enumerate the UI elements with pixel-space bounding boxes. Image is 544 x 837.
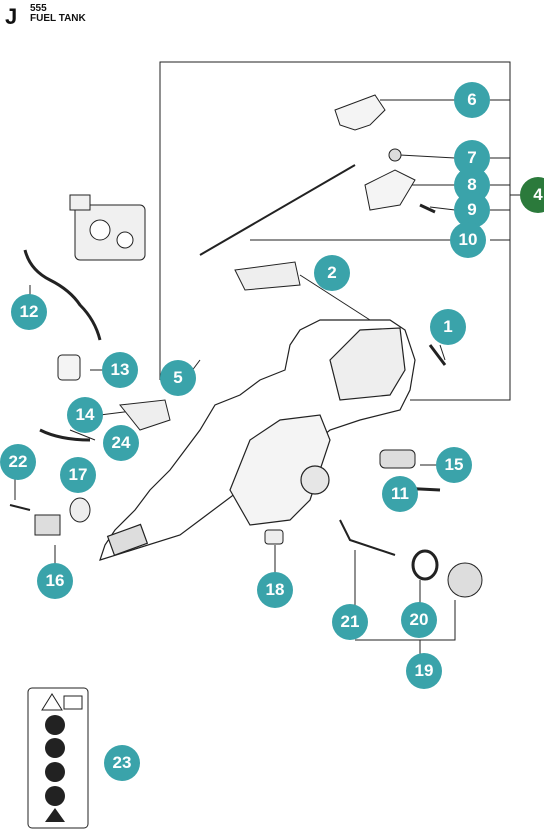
part-24-hose	[39, 428, 91, 442]
callout-5[interactable]: 5	[160, 360, 196, 396]
callout-23[interactable]: 23	[104, 745, 140, 781]
part-9-pin	[419, 203, 436, 214]
callout-11[interactable]: 11	[382, 476, 418, 512]
callout-15[interactable]: 15	[436, 447, 472, 483]
part-19-fuel-cap	[447, 562, 483, 598]
part-20-oring	[411, 549, 439, 581]
part-23-warning-label	[27, 687, 89, 829]
group-bracket-line	[159, 61, 511, 401]
callout-18[interactable]: 18	[257, 572, 293, 608]
part-18-bushing	[264, 529, 284, 545]
callout-17[interactable]: 17	[60, 457, 96, 493]
kickback-warning-icon	[45, 786, 65, 806]
part-16-washer	[69, 497, 91, 523]
warning-triangle-icon	[41, 693, 63, 711]
part-15-buffer	[379, 449, 416, 469]
model-number: 555	[30, 3, 47, 14]
part-14-bracket	[119, 399, 171, 431]
callout-12[interactable]: 12	[11, 294, 47, 330]
callout-20[interactable]: 20	[401, 602, 437, 638]
callout-22[interactable]: 22	[0, 444, 36, 480]
callout-4[interactable]: 4	[520, 177, 544, 213]
ear-protection-icon	[45, 715, 65, 735]
callout-14[interactable]: 14	[67, 397, 103, 433]
callout-1[interactable]: 1	[430, 309, 466, 345]
part-12-hose	[23, 249, 102, 341]
part-13-fuel-filter	[57, 354, 81, 381]
part-6-latch	[334, 94, 386, 131]
chainsaw-warning-icon	[45, 808, 65, 822]
callout-6[interactable]: 6	[454, 82, 490, 118]
callout-19[interactable]: 19	[406, 653, 442, 689]
no-one-handed-icon	[45, 762, 65, 782]
section-letter: J	[5, 4, 18, 29]
callout-16[interactable]: 16	[37, 563, 73, 599]
callout-10[interactable]: 10	[450, 222, 486, 258]
part-22-bolt	[9, 504, 31, 511]
part-21-strap	[339, 519, 396, 556]
callout-21[interactable]: 21	[332, 604, 368, 640]
part-2-plate	[234, 261, 301, 291]
part-7-spring	[388, 148, 402, 162]
callout-2[interactable]: 2	[314, 255, 350, 291]
part-16-buffer	[34, 514, 61, 536]
section-title: FUEL TANK	[30, 13, 86, 24]
callout-13[interactable]: 13	[102, 352, 138, 388]
part-8-cover	[364, 169, 416, 211]
part-10-rod	[199, 164, 356, 256]
callout-24[interactable]: 24	[103, 425, 139, 461]
part-1-screw	[428, 344, 447, 366]
manual-book-icon	[63, 695, 83, 710]
eye-protection-icon	[45, 738, 65, 758]
fuel-tank-body	[99, 319, 416, 561]
carburetor	[69, 194, 146, 261]
